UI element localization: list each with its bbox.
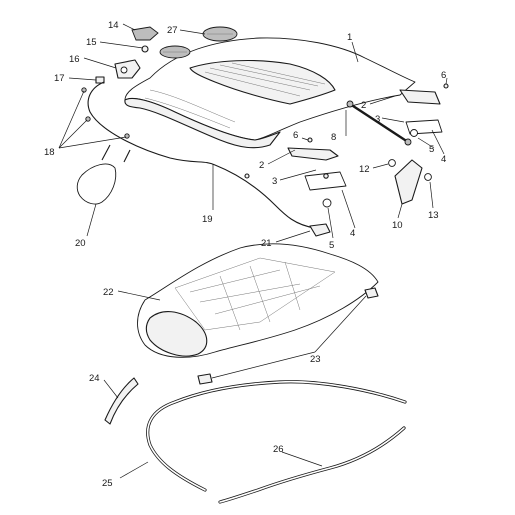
washer-part-5-right xyxy=(410,129,418,137)
callout-13: 13 xyxy=(428,210,439,221)
callout-17: 17 xyxy=(54,73,65,84)
callout-19: 19 xyxy=(202,214,213,225)
prop-bracket xyxy=(394,159,423,205)
latch-part-16 xyxy=(114,59,141,79)
washer-part-5-left xyxy=(322,198,332,208)
leader-lines xyxy=(58,23,448,479)
hinge-right xyxy=(399,83,449,137)
callout-26: 26 xyxy=(273,444,284,455)
callout-23: 23 xyxy=(310,354,321,365)
cable-ends xyxy=(101,144,131,163)
clip-23-upper xyxy=(364,287,379,299)
callout-1: 1 xyxy=(347,32,352,43)
hinge-left xyxy=(287,137,347,208)
seal-end-part-24 xyxy=(104,377,139,425)
strut-rod xyxy=(349,102,409,144)
insulator-panel xyxy=(174,257,336,331)
callout-labels: 1 2 2 3 3 4 4 5 5 6 6 8 10 12 13 14 15 1… xyxy=(44,20,446,489)
nut-part-12 xyxy=(388,159,396,167)
release-pad-part-20 xyxy=(76,163,117,205)
callout-12: 12 xyxy=(359,164,370,175)
callout-16: 16 xyxy=(69,54,80,65)
callout-4-right: 4 xyxy=(441,154,446,165)
callout-10: 10 xyxy=(392,220,403,231)
hinge-bracket-part-4-left xyxy=(304,171,347,191)
callout-3-left: 3 xyxy=(272,176,277,187)
cable-bracket xyxy=(309,223,331,237)
prop-bracket-part-10 xyxy=(388,159,432,205)
hood-panel xyxy=(124,37,416,149)
clip-18c xyxy=(124,133,130,139)
callout-6-left: 6 xyxy=(293,130,298,141)
hood-crease xyxy=(144,89,236,129)
callout-20: 20 xyxy=(75,238,86,249)
callout-5-right: 5 xyxy=(429,144,434,155)
callout-6-right: 6 xyxy=(441,70,446,81)
cable-bracket-part-21 xyxy=(309,223,331,237)
weatherstrip-part-25 xyxy=(146,380,407,492)
insulator-pad-part-22 xyxy=(137,243,379,358)
callout-4-left: 4 xyxy=(350,228,355,239)
hood-ornament-part-14 xyxy=(131,26,159,41)
hood-scoop-grille xyxy=(204,62,326,97)
gas-strut-part-8 xyxy=(346,100,412,146)
callout-5-left: 5 xyxy=(329,240,334,251)
weatherstrip-part-26 xyxy=(218,426,406,504)
callout-22: 22 xyxy=(103,287,114,298)
nut-part-13 xyxy=(424,173,432,181)
latch-assembly xyxy=(95,45,149,84)
hood-front-edge xyxy=(124,97,281,149)
release-cable xyxy=(81,81,316,229)
callout-25: 25 xyxy=(102,478,113,489)
callout-8: 8 xyxy=(331,132,336,143)
clip-23-lower xyxy=(197,373,213,385)
insulator-ribs xyxy=(189,261,321,331)
callout-2-left: 2 xyxy=(259,160,264,171)
bolt-part-6-left xyxy=(307,137,313,143)
seal-end xyxy=(104,377,139,425)
callout-27: 27 xyxy=(167,25,178,36)
seal-inner xyxy=(218,426,406,504)
callout-2-right: 2 xyxy=(361,100,366,111)
callout-3-right: 3 xyxy=(375,114,380,125)
release-pad xyxy=(76,163,117,205)
callout-15: 15 xyxy=(86,37,97,48)
callout-21: 21 xyxy=(261,238,272,249)
insulator-cutout xyxy=(145,311,208,357)
hinge-arm-part-2-right xyxy=(399,89,441,105)
push-clips-part-23 xyxy=(197,287,379,385)
ornament-body xyxy=(131,26,159,41)
bolt-part-6-right xyxy=(443,83,449,89)
cable-part-19 xyxy=(87,81,316,229)
bolt-part-15 xyxy=(141,45,149,53)
hinge-arm-part-2-left xyxy=(287,147,339,161)
callout-18: 18 xyxy=(44,147,55,158)
callout-14: 14 xyxy=(108,20,119,31)
callout-24: 24 xyxy=(89,373,100,384)
clip-18a xyxy=(81,87,87,93)
